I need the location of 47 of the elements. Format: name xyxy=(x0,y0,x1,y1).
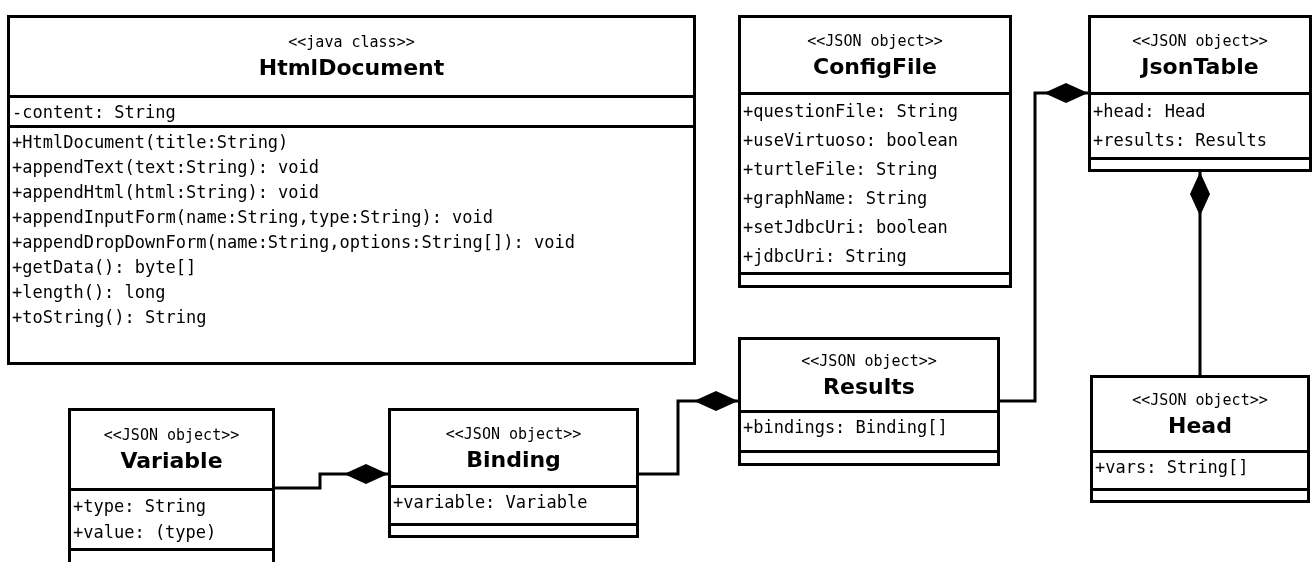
attribute-text: +jdbcUri: String xyxy=(743,245,907,268)
class-box xyxy=(1088,15,1312,172)
class-name: ConfigFile xyxy=(813,53,937,79)
composition-connector xyxy=(639,391,738,476)
class-box xyxy=(388,408,639,538)
method-text: +appendInputForm(name:String,type:String): void xyxy=(12,206,494,229)
class-name: Binding xyxy=(466,446,561,472)
method-text: +length(): long xyxy=(12,281,166,304)
attribute-text: +vars: String[] xyxy=(1095,456,1249,479)
class-name: Results xyxy=(823,373,915,399)
attribute-text: +bindings: Binding[] xyxy=(743,416,948,439)
stereotype-label: <<JSON object>> xyxy=(445,424,582,443)
class-name: Variable xyxy=(120,448,223,473)
stereotype-label: <<JSON object>> xyxy=(801,351,937,370)
attribute-text: -content: String xyxy=(12,101,176,124)
attribute-text: +results: Results xyxy=(1093,129,1267,152)
attribute-text: +value: (type) xyxy=(73,521,217,544)
method-text: +appendDropDownForm(name:String,options:String[]): void xyxy=(12,231,575,254)
stereotype-label: <<JSON object>> xyxy=(103,426,240,444)
attribute-text: +questionFile: String xyxy=(743,100,958,123)
method-text: +getData(): byte[] xyxy=(12,256,197,279)
attribute-text: +head: Head xyxy=(1093,100,1206,123)
stereotype-label: <<java class>> xyxy=(288,33,415,51)
class-box xyxy=(7,15,696,365)
attribute-text: +type: String xyxy=(73,495,207,518)
class-name: HtmlDocument xyxy=(258,55,445,80)
class-box xyxy=(738,337,1000,466)
attribute-text: +graphName: String xyxy=(743,187,928,210)
method-text: +appendText(text:String): void xyxy=(12,156,320,179)
stereotype-label: <<JSON object>> xyxy=(1132,390,1268,409)
method-text: +appendHtml(html:String): void xyxy=(12,181,320,204)
composition-connector xyxy=(275,464,388,490)
stereotype-label: <<JSON object>> xyxy=(807,31,943,50)
class-name: Head xyxy=(1168,412,1232,438)
composition-connector xyxy=(1000,83,1088,403)
class-box xyxy=(68,408,275,562)
class-name: JsonTable xyxy=(1141,53,1259,79)
attribute-text: +setJdbcUri: boolean xyxy=(743,216,948,239)
class-box xyxy=(738,15,1012,288)
composition-connector xyxy=(1190,172,1210,375)
attribute-text: +turtleFile: String xyxy=(743,158,938,181)
stereotype-label: <<JSON object>> xyxy=(1132,31,1268,50)
attribute-text: +variable: Variable xyxy=(393,491,588,514)
class-box xyxy=(1090,375,1310,503)
method-text: +HtmlDocument(title:String) xyxy=(12,131,289,154)
method-text: +toString(): String xyxy=(12,306,207,329)
attribute-text: +useVirtuoso: boolean xyxy=(743,129,958,152)
